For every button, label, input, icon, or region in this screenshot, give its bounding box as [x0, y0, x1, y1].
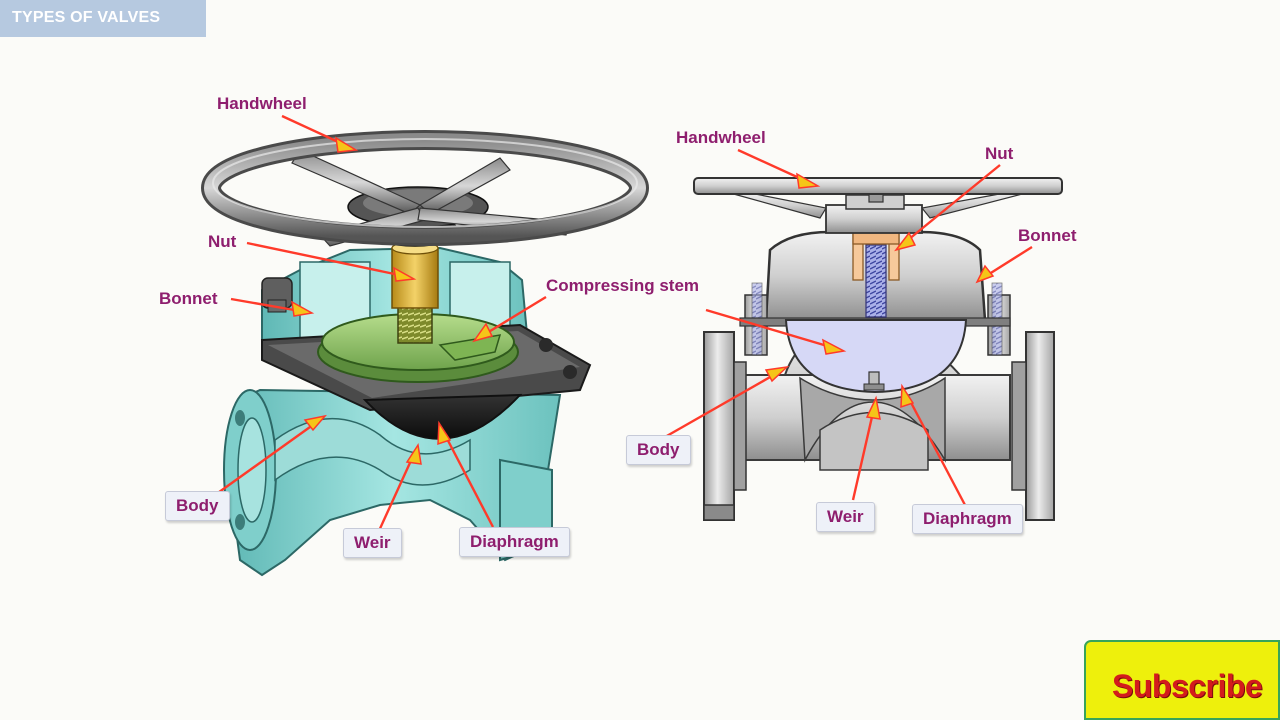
left-valve-illustration — [201, 130, 649, 577]
label-right-handwheel: Handwheel — [676, 128, 766, 147]
label-left-body: Body — [165, 491, 230, 521]
label-right-body: Body — [626, 435, 691, 465]
label-right-diaphragm: Diaphragm — [912, 504, 1023, 534]
label-left-handwheel: Handwheel — [217, 94, 307, 113]
label-right-nut: Nut — [985, 144, 1014, 163]
label-right-weir: Weir — [816, 502, 875, 532]
right-valve-illustration — [693, 177, 1063, 521]
label-left-diaphragm: Diaphragm — [459, 527, 570, 557]
page-title: TYPES OF VALVES — [12, 9, 161, 26]
subscribe-button[interactable]: Subscribe — [1084, 640, 1280, 720]
pointer-arrows — [214, 114, 1033, 534]
label-left-weir: Weir — [343, 528, 402, 558]
header-bar: TYPES OF VALVES — [0, 0, 206, 37]
label-compressing-stem: Compressing stem — [546, 276, 700, 295]
label-left-nut: Nut — [208, 232, 237, 251]
label-left-bonnet: Bonnet — [159, 289, 218, 308]
subscribe-label: Subscribe — [1112, 668, 1263, 704]
label-right-bonnet: Bonnet — [1018, 226, 1077, 245]
